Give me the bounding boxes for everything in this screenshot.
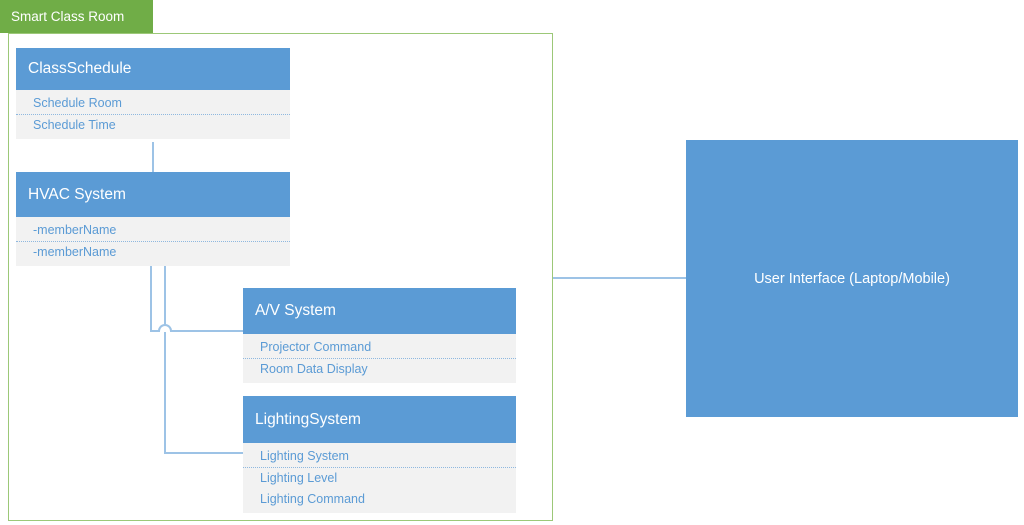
uml-attribute-list: Schedule Room Schedule Time bbox=[16, 90, 290, 139]
uml-attribute: Projector Command bbox=[243, 337, 516, 359]
uml-attribute: Lighting System bbox=[243, 446, 516, 468]
node-user-interface[interactable]: User Interface (Laptop/Mobile) bbox=[686, 140, 1018, 417]
connector-to-lighting-system bbox=[164, 452, 244, 454]
package-tab-label: Smart Class Room bbox=[0, 0, 153, 33]
uml-attribute: Lighting Command bbox=[260, 492, 365, 506]
line-hop-crossing bbox=[158, 324, 172, 332]
uml-class-lightingsystem[interactable]: LightingSystem Lighting System Lighting … bbox=[243, 396, 516, 513]
connector-to-av-system bbox=[150, 330, 244, 332]
uml-class-av-system[interactable]: A/V System Projector Command Room Data D… bbox=[243, 288, 516, 383]
package-container bbox=[8, 33, 553, 521]
uml-attribute: Room Data Display bbox=[260, 362, 368, 376]
uml-class-classschedule[interactable]: ClassSchedule Schedule Room Schedule Tim… bbox=[16, 48, 290, 139]
uml-class-title: HVAC System bbox=[16, 172, 290, 217]
uml-class-title: A/V System bbox=[243, 288, 516, 334]
uml-class-hvac-system[interactable]: HVAC System -memberName -memberName bbox=[16, 172, 290, 266]
uml-class-title: ClassSchedule bbox=[16, 48, 290, 90]
uml-attribute-list: Projector Command Room Data Display bbox=[243, 334, 516, 383]
connector-hvac-branch-left-leg bbox=[150, 264, 152, 332]
connector-package-to-user-interface bbox=[553, 277, 687, 279]
uml-attribute-list: Lighting System Lighting Level Lighting … bbox=[243, 443, 516, 513]
uml-class-title: LightingSystem bbox=[243, 396, 516, 443]
node-user-interface-label: User Interface (Laptop/Mobile) bbox=[754, 270, 950, 287]
uml-attribute-list: -memberName -memberName bbox=[16, 217, 290, 266]
uml-attribute: Lighting Level bbox=[260, 471, 338, 485]
connector-hvac-branch-right-leg bbox=[164, 264, 166, 453]
uml-attribute: -memberName bbox=[33, 245, 117, 259]
connector-classschedule-hvac bbox=[152, 142, 154, 173]
uml-attribute: -memberName bbox=[16, 220, 290, 242]
uml-attribute: Schedule Room bbox=[16, 93, 290, 115]
uml-attribute: Schedule Time bbox=[33, 118, 116, 132]
